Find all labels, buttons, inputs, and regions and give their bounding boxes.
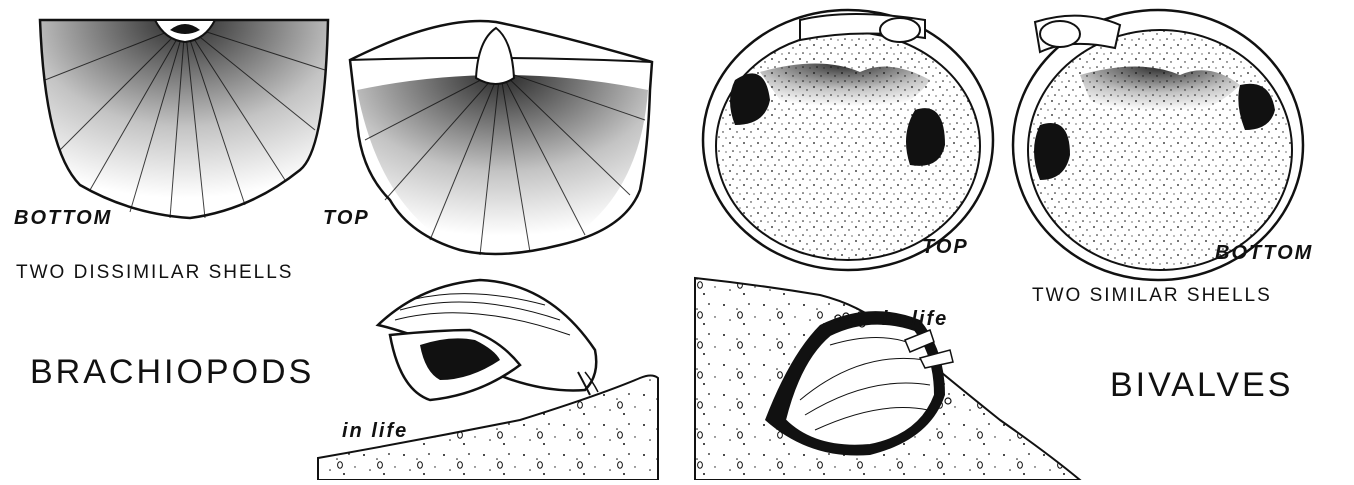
bivalve-bottom-label: BOTTOM bbox=[1215, 242, 1313, 265]
brachiopod-caption: TWO DISSIMILAR SHELLS bbox=[16, 262, 293, 284]
brachiopods-title: BRACHIOPODS bbox=[30, 353, 314, 392]
bivalve-caption: TWO SIMILAR SHELLS bbox=[1032, 285, 1272, 307]
bivalve-top-label: TOP bbox=[922, 236, 969, 259]
brachiopod-top-label: TOP bbox=[323, 207, 370, 230]
brachiopod-bottom-label: BOTTOM bbox=[14, 207, 112, 230]
brachiopod-bottom-shell bbox=[40, 20, 328, 218]
bivalve-bottom-shell bbox=[1013, 10, 1303, 280]
brachiopod-in-life-label: in life bbox=[342, 420, 408, 443]
bivalve-in-life-label: in life bbox=[882, 308, 948, 331]
bivalve-top-shell bbox=[703, 10, 993, 270]
brachiopod-in-life-scene bbox=[318, 280, 658, 480]
bivalves-title: BIVALVES bbox=[1110, 366, 1293, 405]
brachiopod-top-shell bbox=[350, 21, 652, 255]
